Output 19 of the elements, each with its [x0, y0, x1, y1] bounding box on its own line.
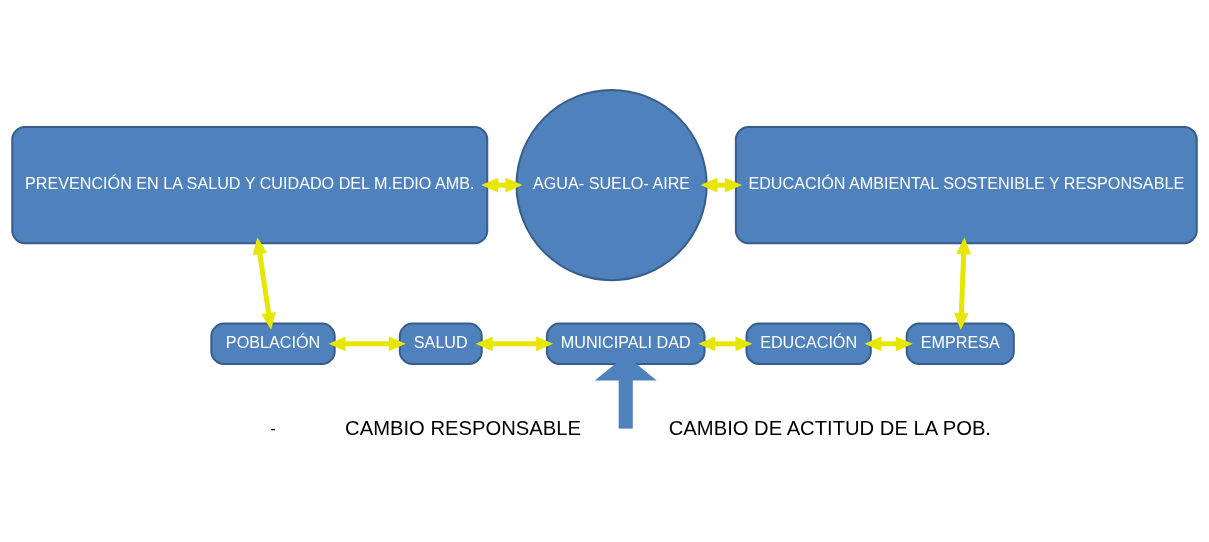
node-box: EDUCACIÓN — [745, 322, 872, 366]
arrow — [698, 336, 753, 352]
label: CAMBIO RESPONSABLE — [345, 416, 581, 439]
arrow — [700, 177, 742, 193]
node-circle: AGUA- SUELO- AIRE — [515, 88, 708, 282]
arrow — [328, 336, 406, 352]
node-box: SALUD — [398, 322, 483, 366]
arrow — [864, 336, 913, 352]
arrow — [252, 237, 276, 330]
node-box: EMPRESA — [905, 322, 1015, 366]
label: - — [270, 418, 276, 437]
arrow — [481, 177, 523, 193]
node-box: PREVENCIÓN EN LA SALUD Y CUIDADO DEL M.EDIO AMB. — [11, 125, 489, 245]
arrow — [475, 336, 554, 352]
node-box: MUNICIPALI DAD — [545, 322, 706, 366]
arrow — [954, 237, 972, 330]
node-box: POBLACIÓN — [210, 322, 336, 366]
label: CAMBIO DE ACTITUD DE LA POB. — [668, 416, 991, 439]
node-box: EDUCACIÓN AMBIENTAL SOSTENIBLE Y RESPONSABLE — [734, 125, 1198, 245]
